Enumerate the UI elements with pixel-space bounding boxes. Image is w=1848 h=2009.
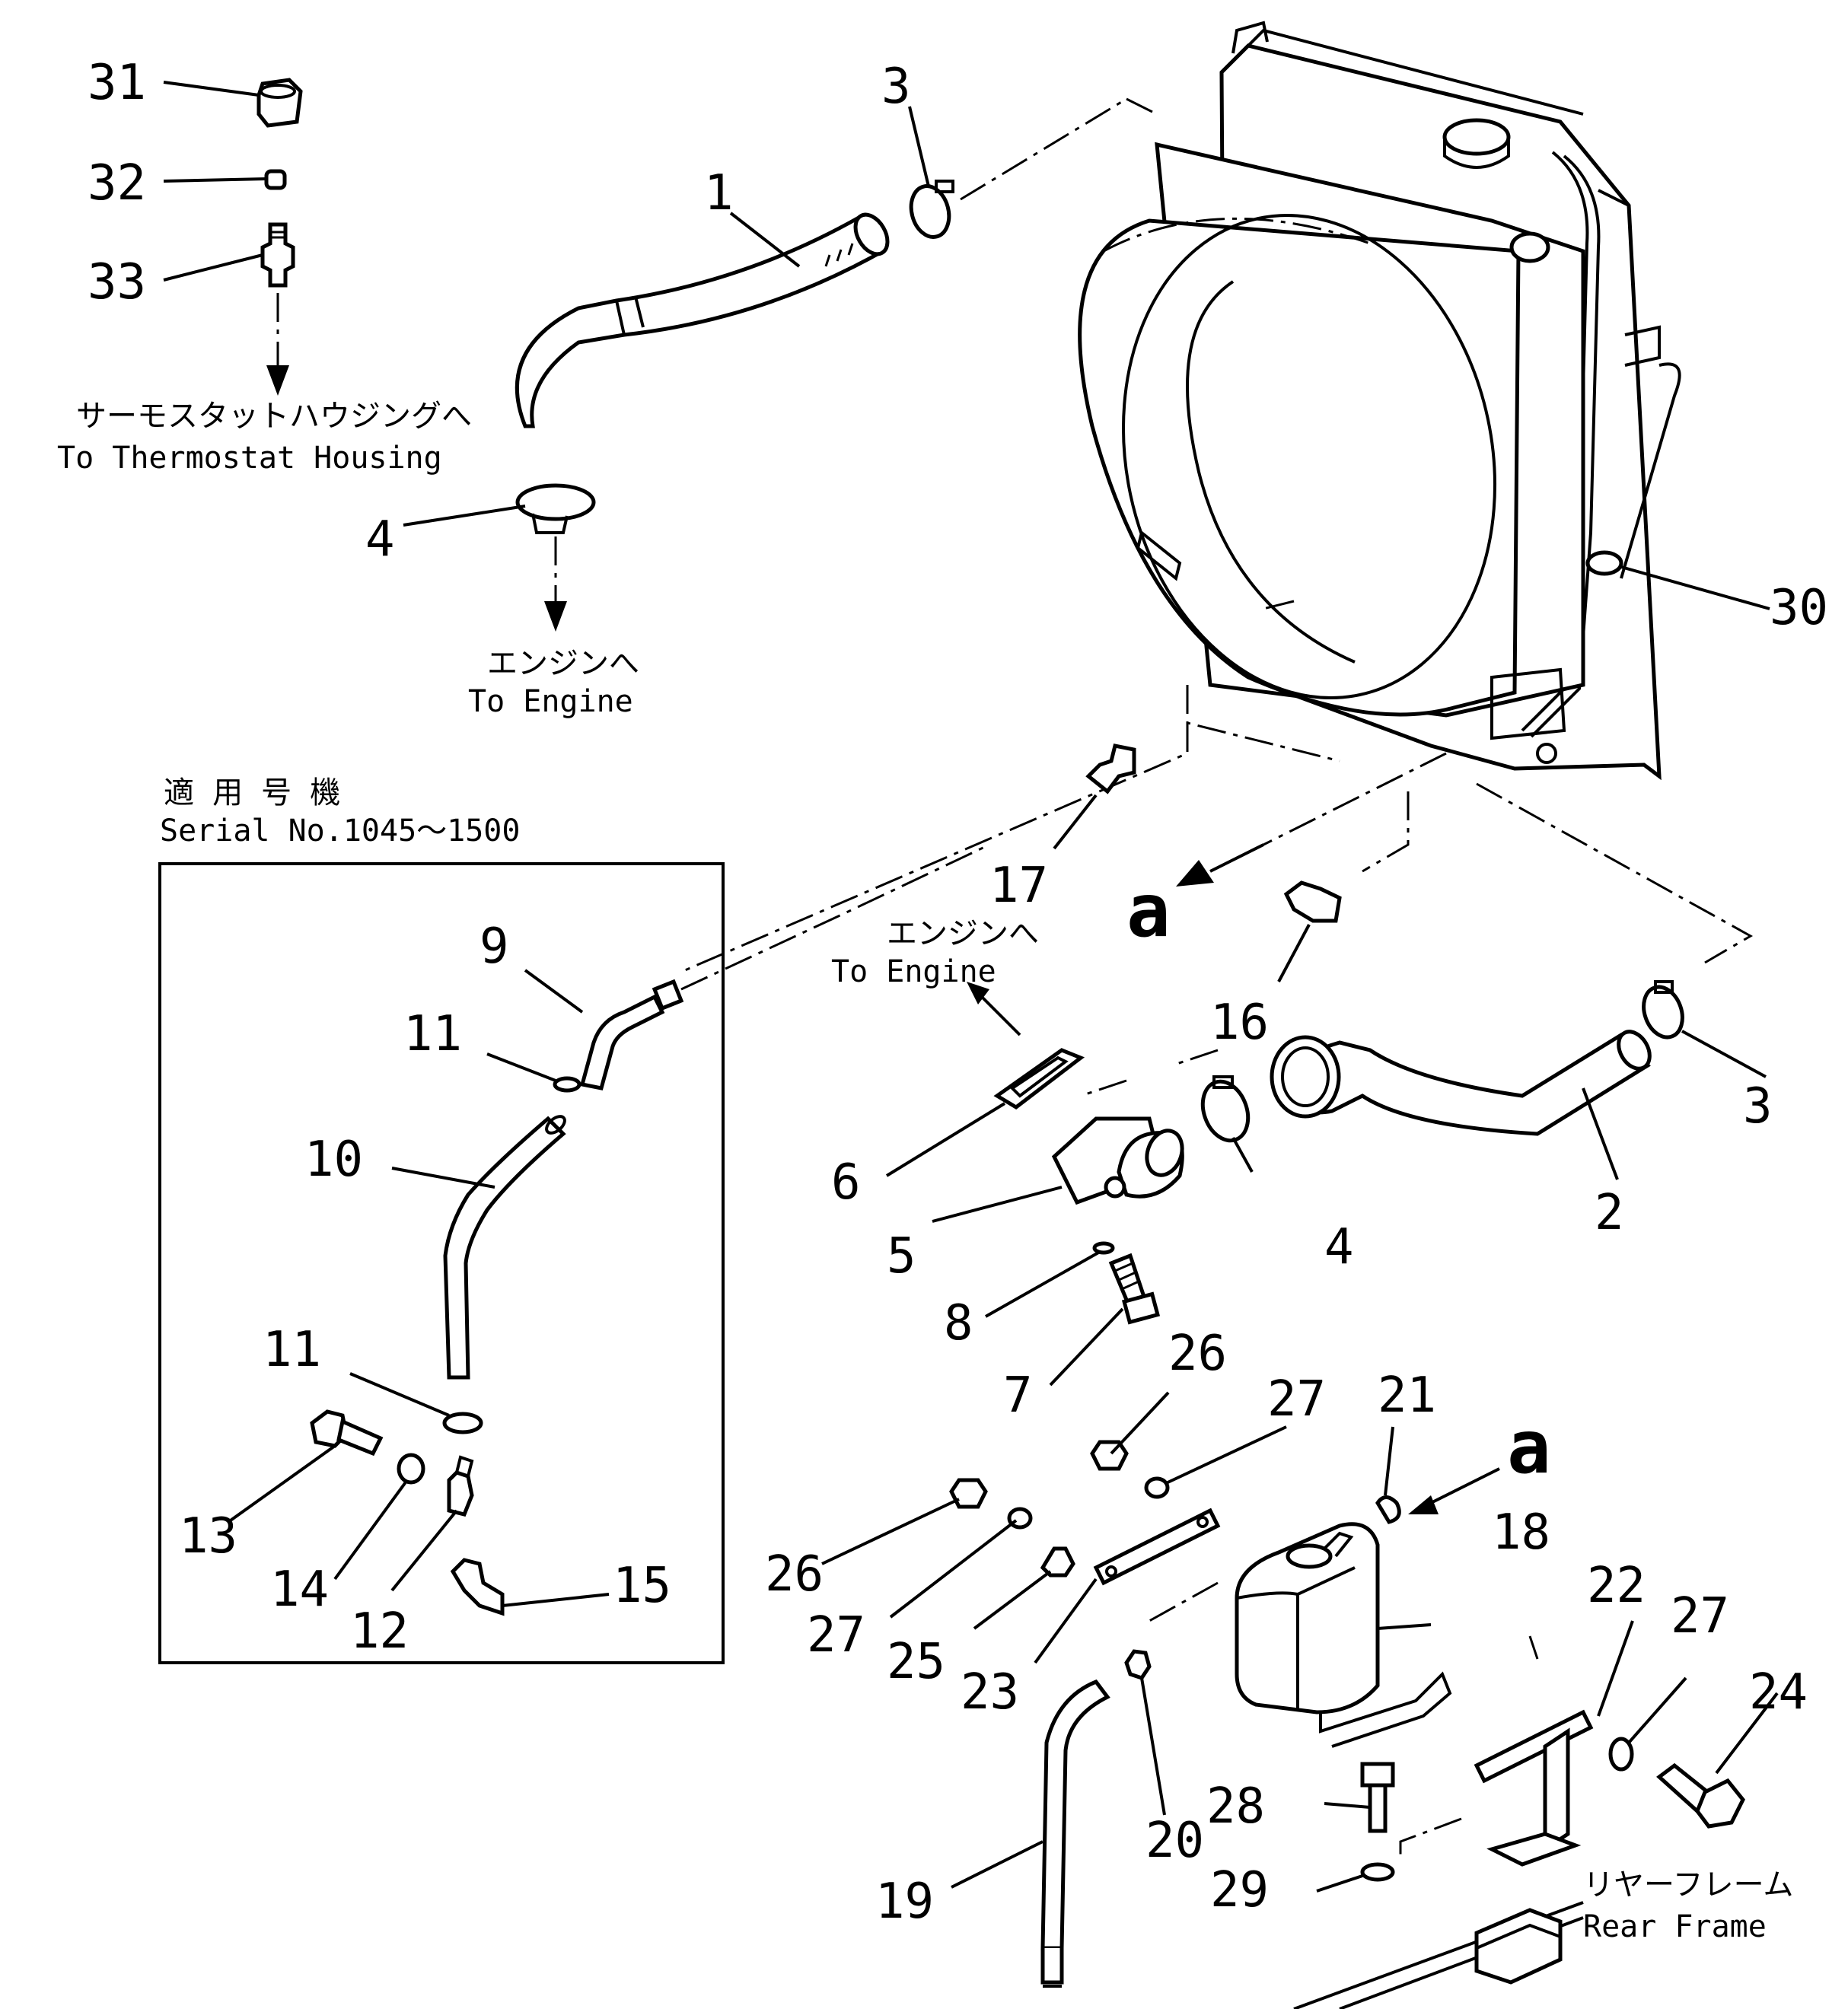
part-number-5: 5 (887, 1228, 916, 1285)
arrow-to-engine-2 (967, 982, 1021, 1036)
part-number-26b: 26 (765, 1546, 824, 1603)
part-number-14: 14 (270, 1562, 329, 1618)
part-number-17: 17 (989, 858, 1048, 914)
part-number-18: 18 (1492, 1504, 1550, 1561)
water-elbow-5 (1051, 1116, 1184, 1205)
part-number-27b: 27 (807, 1607, 865, 1664)
bolt-7 (1108, 1253, 1161, 1325)
bolt-13 (310, 1409, 384, 1457)
clamp-3-lower (1642, 980, 1684, 1040)
arrow-to-engine-1 (544, 536, 567, 632)
part-number-30: 30 (1770, 580, 1828, 636)
nut-26-a (1090, 1440, 1129, 1471)
serial-inset-box (158, 862, 725, 1664)
part-number-12: 12 (350, 1603, 409, 1660)
clamp-3-upper (909, 180, 954, 239)
upper-hose (515, 212, 890, 428)
view-marker-a-2: a (1507, 1405, 1551, 1490)
part-number-7: 7 (1003, 1367, 1033, 1424)
thermostat-label-jp: サーモスタットハウジングへ (76, 399, 472, 434)
washer-27-a (1144, 1476, 1170, 1499)
radiator-assembly (1078, 21, 1681, 781)
part-number-9: 9 (480, 919, 509, 975)
bracket-22 (1474, 1709, 1594, 1867)
hose-19 (1040, 1679, 1110, 1988)
part-number-3a: 3 (881, 59, 911, 115)
rear-frame-label-jp: リヤーフレーム (1583, 1867, 1793, 1902)
part-numbers: 31 32 33 1 3 3 4 4 30 17 16 2 6 5 8 7 26… (88, 55, 1828, 1930)
fitting-33 (260, 222, 295, 288)
cock-15 (450, 1558, 505, 1616)
rear-frame (1293, 1901, 1584, 2009)
arrow-to-thermostat (266, 293, 289, 396)
engine-label-en-2: To Engine (831, 954, 996, 989)
hose-10 (443, 1115, 566, 1380)
washer-27-c (1608, 1737, 1634, 1772)
nut-20 (1124, 1649, 1152, 1680)
part-number-1: 1 (704, 165, 734, 221)
tube-9 (579, 979, 684, 1090)
o-ring-8 (1092, 1241, 1115, 1255)
clamp-11-b (442, 1412, 483, 1434)
bolt-28 (1360, 1762, 1395, 1833)
part-number-4a: 4 (365, 511, 395, 568)
clip-25 (1040, 1546, 1075, 1578)
part-number-33: 33 (88, 254, 146, 310)
part-number-27c: 27 (1671, 1588, 1729, 1644)
washer-29 (1360, 1862, 1395, 1882)
part-number-13: 13 (179, 1508, 237, 1565)
part-number-8: 8 (944, 1295, 973, 1352)
part-number-3b: 3 (1743, 1078, 1773, 1135)
elbow-16 (1283, 880, 1342, 923)
part-number-23: 23 (961, 1664, 1019, 1721)
elbow-12 (447, 1455, 474, 1517)
leader-lines (163, 81, 1779, 1893)
part-number-28: 28 (1206, 1778, 1265, 1835)
serial-label-en: Serial No.1045～1500 (160, 813, 520, 848)
part-number-11a: 11 (403, 1006, 462, 1062)
clip-21 (1375, 1495, 1401, 1524)
captions: サーモスタットハウジングへ To Thermostat Housing エンジン… (57, 399, 1793, 1944)
part-number-11b: 11 (263, 1322, 321, 1378)
lower-hose (1270, 1030, 1652, 1136)
part-number-32: 32 (88, 155, 146, 212)
part-number-25: 25 (887, 1634, 945, 1690)
part-number-21: 21 (1378, 1367, 1436, 1424)
part-number-2: 2 (1595, 1185, 1624, 1241)
part-number-20: 20 (1145, 1813, 1204, 1869)
view-marker-a-1: a (1126, 868, 1171, 954)
part-number-16: 16 (1210, 995, 1269, 1051)
serial-label-jp: 適 用 号 機 (164, 775, 340, 810)
washer-14 (397, 1453, 425, 1485)
engine-label-en-1: To Engine (468, 684, 633, 719)
part-number-6: 6 (831, 1154, 861, 1211)
clip-30 (1585, 550, 1623, 576)
part-number-29: 29 (1210, 1862, 1269, 1918)
elbow-17 (1085, 743, 1136, 794)
cap-nut-31 (256, 78, 303, 128)
thermostat-label-en: To Thermostat Housing (57, 441, 442, 476)
clamp-11-a (553, 1076, 581, 1093)
band-23 (1093, 1508, 1221, 1586)
engine-label-jp-1: エンジンへ (487, 646, 639, 681)
part-number-19: 19 (875, 1874, 934, 1930)
gasket-6 (993, 1048, 1085, 1110)
rear-frame-label-en: Rear Frame (1583, 1909, 1767, 1944)
seal-32 (264, 169, 287, 190)
part-number-27a: 27 (1267, 1371, 1326, 1428)
part-number-22: 22 (1587, 1558, 1646, 1614)
engine-label-jp-2: エンジンへ (887, 916, 1039, 951)
part-number-10: 10 (304, 1132, 363, 1188)
reserve-tank-18 (1235, 1522, 1452, 1748)
part-number-31: 31 (88, 55, 146, 111)
clamp-4-lower (1200, 1075, 1251, 1143)
nut-26-b (949, 1478, 988, 1509)
part-number-26a: 26 (1168, 1326, 1227, 1382)
part-number-4b: 4 (1324, 1219, 1354, 1275)
part-number-24: 24 (1749, 1664, 1808, 1721)
part-number-15: 15 (613, 1558, 671, 1614)
clamp-4-upper (515, 483, 596, 534)
bolt-24 (1656, 1762, 1745, 1829)
